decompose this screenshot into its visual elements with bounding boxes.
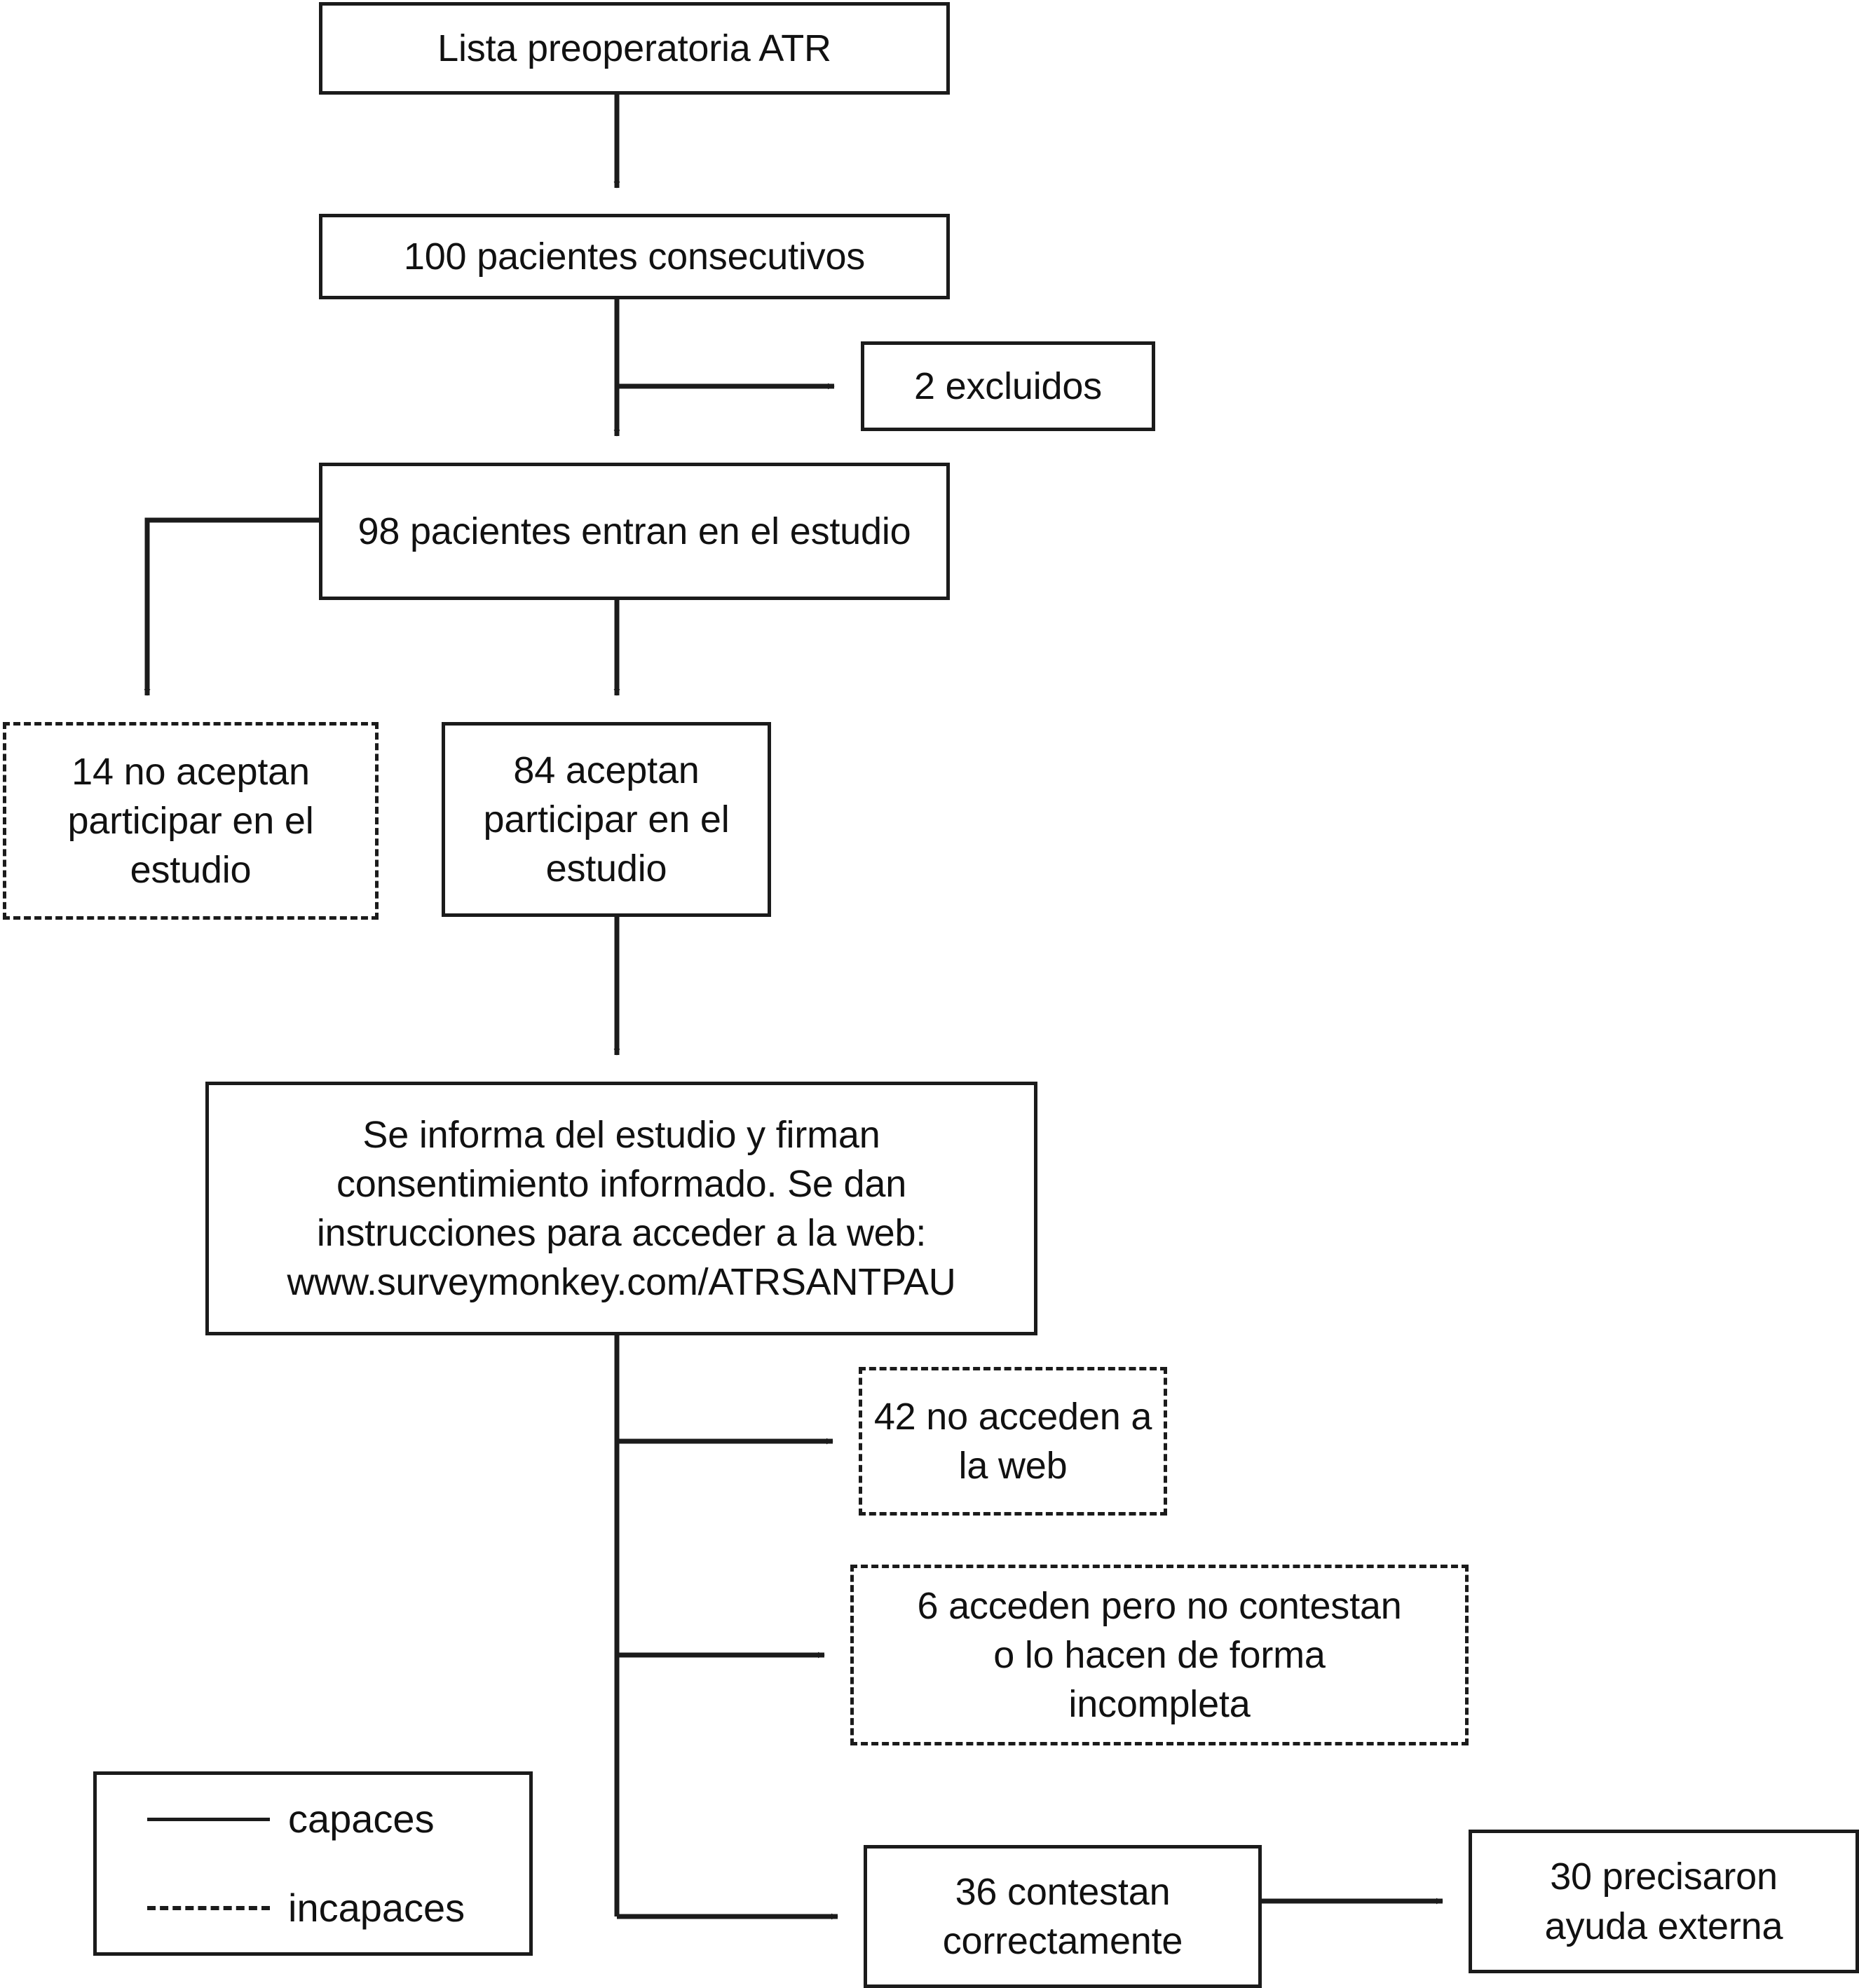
- legend-label-capaces: capaces: [288, 1797, 435, 1841]
- node-2-excluidos: 2 excluidos: [861, 341, 1155, 431]
- solid-line-icon: [147, 1817, 270, 1821]
- node-label: 30 precisaron ayuda externa: [1544, 1856, 1783, 1947]
- node-label: 2 excluidos: [914, 365, 1102, 407]
- node-98-pacientes-entran: 98 pacientes entran en el estudio: [319, 463, 950, 600]
- node-42-no-acceden-web: 42 no acceden a la web: [859, 1367, 1167, 1516]
- node-100-pacientes-consecutivos: 100 pacientes consecutivos: [319, 214, 950, 299]
- node-label: 14 no aceptan participar en el estudio: [67, 750, 314, 892]
- node-label: 6 acceden pero no contestan o lo hacen d…: [917, 1584, 1402, 1726]
- node-consentimiento-informado: Se informa del estudio y firman consenti…: [205, 1082, 1037, 1335]
- node-6-acceden-no-contestan: 6 acceden pero no contestan o lo hacen d…: [850, 1565, 1469, 1745]
- node-label: 42 no acceden a la web: [873, 1395, 1152, 1487]
- dashed-line-icon: [147, 1905, 270, 1910]
- legend-item-incapaces: incapaces: [97, 1864, 529, 1953]
- node-label: 84 aceptan participar en el estudio: [483, 749, 730, 890]
- legend-label-incapaces: incapaces: [288, 1885, 465, 1930]
- node-84-aceptan: 84 aceptan participar en el estudio: [442, 722, 771, 917]
- node-label: 98 pacientes entran en el estudio: [358, 510, 911, 552]
- node-label: 100 pacientes consecutivos: [403, 235, 866, 278]
- node-label: Lista preoperatoria ATR: [437, 27, 831, 69]
- legend-item-capaces: capaces: [97, 1775, 529, 1864]
- legend-box: capaces incapaces: [93, 1771, 533, 1956]
- node-label: 36 contestan correctamente: [942, 1870, 1183, 1962]
- node-label: Se informa del estudio y firman consenti…: [287, 1113, 956, 1304]
- node-30-precisaron-ayuda: 30 precisaron ayuda externa: [1469, 1830, 1859, 1973]
- node-36-contestan-correctamente: 36 contestan correctamente: [864, 1845, 1262, 1988]
- node-14-no-aceptan: 14 no aceptan participar en el estudio: [3, 722, 379, 920]
- edge-98pacientes-to-14noaceptan: [144, 517, 319, 696]
- node-lista-preoperatoria: Lista preoperatoria ATR: [319, 2, 950, 95]
